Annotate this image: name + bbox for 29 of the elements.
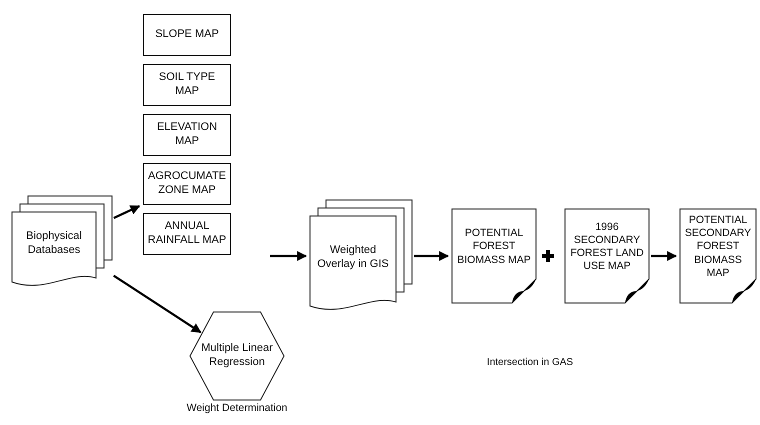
node-label: Multiple Linear Regression bbox=[200, 342, 274, 370]
map-box bbox=[143, 213, 231, 255]
process-hexagon bbox=[190, 312, 284, 400]
node-label: AGROCUMATE ZONE MAP bbox=[146, 170, 228, 198]
node-label: Weighted Overlay in GIS bbox=[316, 244, 390, 272]
node-label: SOIL TYPE MAP bbox=[158, 71, 216, 99]
map-document bbox=[565, 209, 649, 303]
note-text: Intersection in GAS bbox=[486, 357, 574, 368]
map-document bbox=[680, 209, 756, 303]
document-stack bbox=[12, 196, 112, 288]
node-label: SLOPE MAP bbox=[155, 28, 219, 42]
node-label: ANNUAL RAINFALL MAP bbox=[146, 220, 228, 248]
node-label: POTENTIAL SECONDARY FOREST BIOMASS MAP bbox=[684, 214, 752, 280]
arrow bbox=[113, 205, 140, 219]
node-label: POTENTIAL FOREST BIOMASS MAP bbox=[456, 227, 532, 267]
node-label: ELEVATION MAP bbox=[156, 121, 218, 149]
node-caption: Weight Determination bbox=[186, 402, 288, 416]
arrow bbox=[113, 274, 202, 334]
map-box bbox=[143, 64, 231, 106]
arrow bbox=[414, 251, 449, 261]
map-box bbox=[143, 14, 231, 56]
arrow bbox=[651, 251, 677, 261]
map-box bbox=[143, 163, 231, 205]
map-box bbox=[143, 114, 231, 156]
map-document bbox=[452, 209, 536, 303]
node-label: Biophysical Databases bbox=[25, 230, 83, 258]
node-label: 1996 SECONDARY FOREST LAND USE MAP bbox=[569, 220, 645, 274]
document-stack bbox=[310, 200, 412, 312]
arrow bbox=[270, 251, 307, 261]
